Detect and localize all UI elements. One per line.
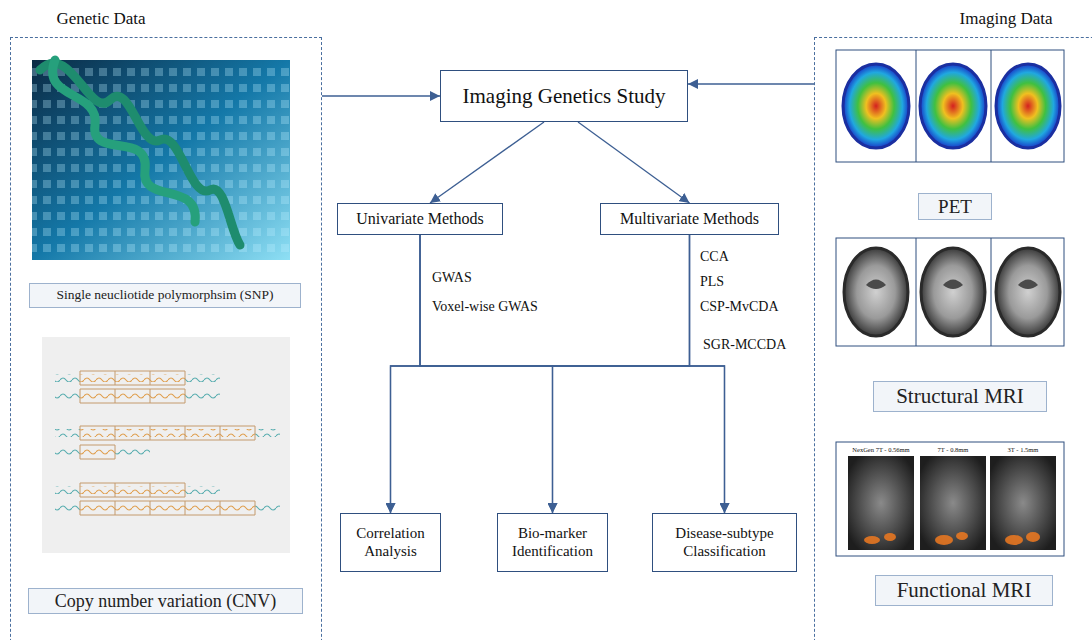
mri-brain — [996, 248, 1060, 336]
cnv-segments — [80, 371, 185, 385]
image-label: 3T - 1.5mm — [1008, 446, 1039, 453]
cnv-gap — [80, 486, 185, 494]
connector-arrow — [688, 83, 814, 84]
activation-spot — [1026, 532, 1040, 542]
node-text: Bio-marker Identification — [503, 525, 602, 560]
pet-brain — [996, 64, 1060, 148]
cnv-wave — [80, 392, 185, 400]
process-box: Imaging Genetics Study — [440, 70, 688, 122]
connector-arrow — [391, 235, 690, 513]
cnv-wave — [80, 504, 255, 512]
connector-arrow — [322, 95, 440, 96]
data-panel: Genetic DataSingle neucliotide polymorph… — [10, 37, 322, 640]
image-label: NexGen 7T - 0.56mm — [852, 446, 909, 453]
cnv-wave — [80, 486, 185, 494]
fmri-frame — [836, 442, 1064, 556]
connector-arrow — [420, 235, 725, 513]
pet-dividers — [916, 50, 991, 162]
cnv-wave — [80, 429, 255, 437]
process-box: Correlation Analysis — [340, 513, 441, 572]
method-label: Voxel-wise GWAS — [432, 299, 538, 315]
cnv-wave — [80, 374, 185, 382]
pet-brain — [920, 64, 986, 148]
cnv-gap — [80, 504, 255, 512]
mri-brain — [921, 248, 985, 336]
cnv-segments — [80, 483, 185, 497]
connector-arrow — [420, 235, 553, 513]
cnv-segments — [80, 389, 185, 403]
node-text: Single neucliotide polymorphsim (SNP) — [56, 288, 273, 302]
image-caption: PET — [918, 193, 992, 220]
dna-strand — [53, 60, 196, 222]
activation-spot — [935, 535, 953, 545]
connector-arrow — [578, 122, 690, 203]
panel-heading: Genetic Data — [56, 9, 145, 29]
connector-arrow — [690, 235, 725, 513]
cnv-segments — [80, 426, 255, 440]
dna-photo — [32, 60, 290, 260]
cnv-gap — [80, 392, 185, 400]
image-caption: Copy number variation (CNV) — [28, 588, 303, 614]
node-text: Functional MRI — [897, 579, 1032, 601]
fmri-slice — [990, 456, 1056, 550]
activation-spot — [1005, 535, 1023, 545]
fmri-slice — [848, 456, 914, 550]
cnv-wave — [55, 429, 280, 437]
cnv-segments — [80, 445, 115, 459]
mri-dividers — [916, 238, 991, 346]
connector-arrow — [430, 122, 544, 203]
node-text: Univariate Methods — [356, 210, 484, 228]
method-label: CSP-MvCDA — [700, 299, 779, 315]
mri-brain — [844, 248, 908, 336]
cnv-figure — [42, 337, 290, 553]
connector-arrow — [553, 235, 690, 513]
node-text: Disease-subtype Classification — [658, 525, 791, 560]
process-box: Multivariate Methods — [600, 203, 779, 235]
activation-spot — [864, 536, 880, 544]
panel-heading: Imaging Data — [960, 9, 1053, 29]
node-text: Structural MRI — [896, 385, 1024, 407]
node-text: Multivariate Methods — [620, 210, 759, 228]
image-label: 7T - 0.8mm — [938, 446, 969, 453]
pet-frame — [836, 50, 1064, 162]
cnv-gap — [80, 448, 115, 456]
image-caption: Functional MRI — [875, 575, 1053, 606]
node-text: Correlation Analysis — [346, 525, 435, 560]
cnv-wave — [55, 504, 280, 512]
image-caption: Structural MRI — [873, 381, 1047, 412]
pet-brain — [843, 64, 909, 148]
method-label: PLS — [700, 274, 724, 290]
fmri-activation — [864, 532, 1040, 545]
dna-texture — [32, 60, 290, 260]
fmri-slice — [920, 456, 986, 550]
mri-frame — [836, 238, 1064, 346]
cnv-gap — [80, 374, 185, 382]
cnv-wave — [55, 448, 150, 456]
method-label: CCA — [700, 249, 729, 265]
mri-ventricles — [866, 280, 1038, 290]
cnv-segments — [80, 501, 255, 515]
node-text: Imaging Genetics Study — [463, 84, 666, 108]
node-text: PET — [938, 197, 972, 217]
process-box: Bio-marker Identification — [497, 513, 608, 572]
image-caption: Single neucliotide polymorphsim (SNP) — [29, 283, 301, 308]
method-label: SGR-MCCDA — [703, 337, 786, 353]
cnv-wave — [80, 448, 115, 456]
method-label: GWAS — [432, 270, 472, 286]
process-box: Univariate Methods — [337, 203, 503, 235]
process-box: Disease-subtype Classification — [652, 513, 797, 572]
node-text: Copy number variation (CNV) — [55, 592, 276, 611]
activation-spot — [956, 532, 968, 540]
activation-spot — [884, 533, 896, 541]
connector-arrow — [391, 235, 421, 513]
cnv-gap — [80, 429, 255, 437]
cnv-rows — [55, 371, 280, 515]
data-panel: Imaging DataPETStructural MRIFunctional … — [814, 37, 1092, 640]
